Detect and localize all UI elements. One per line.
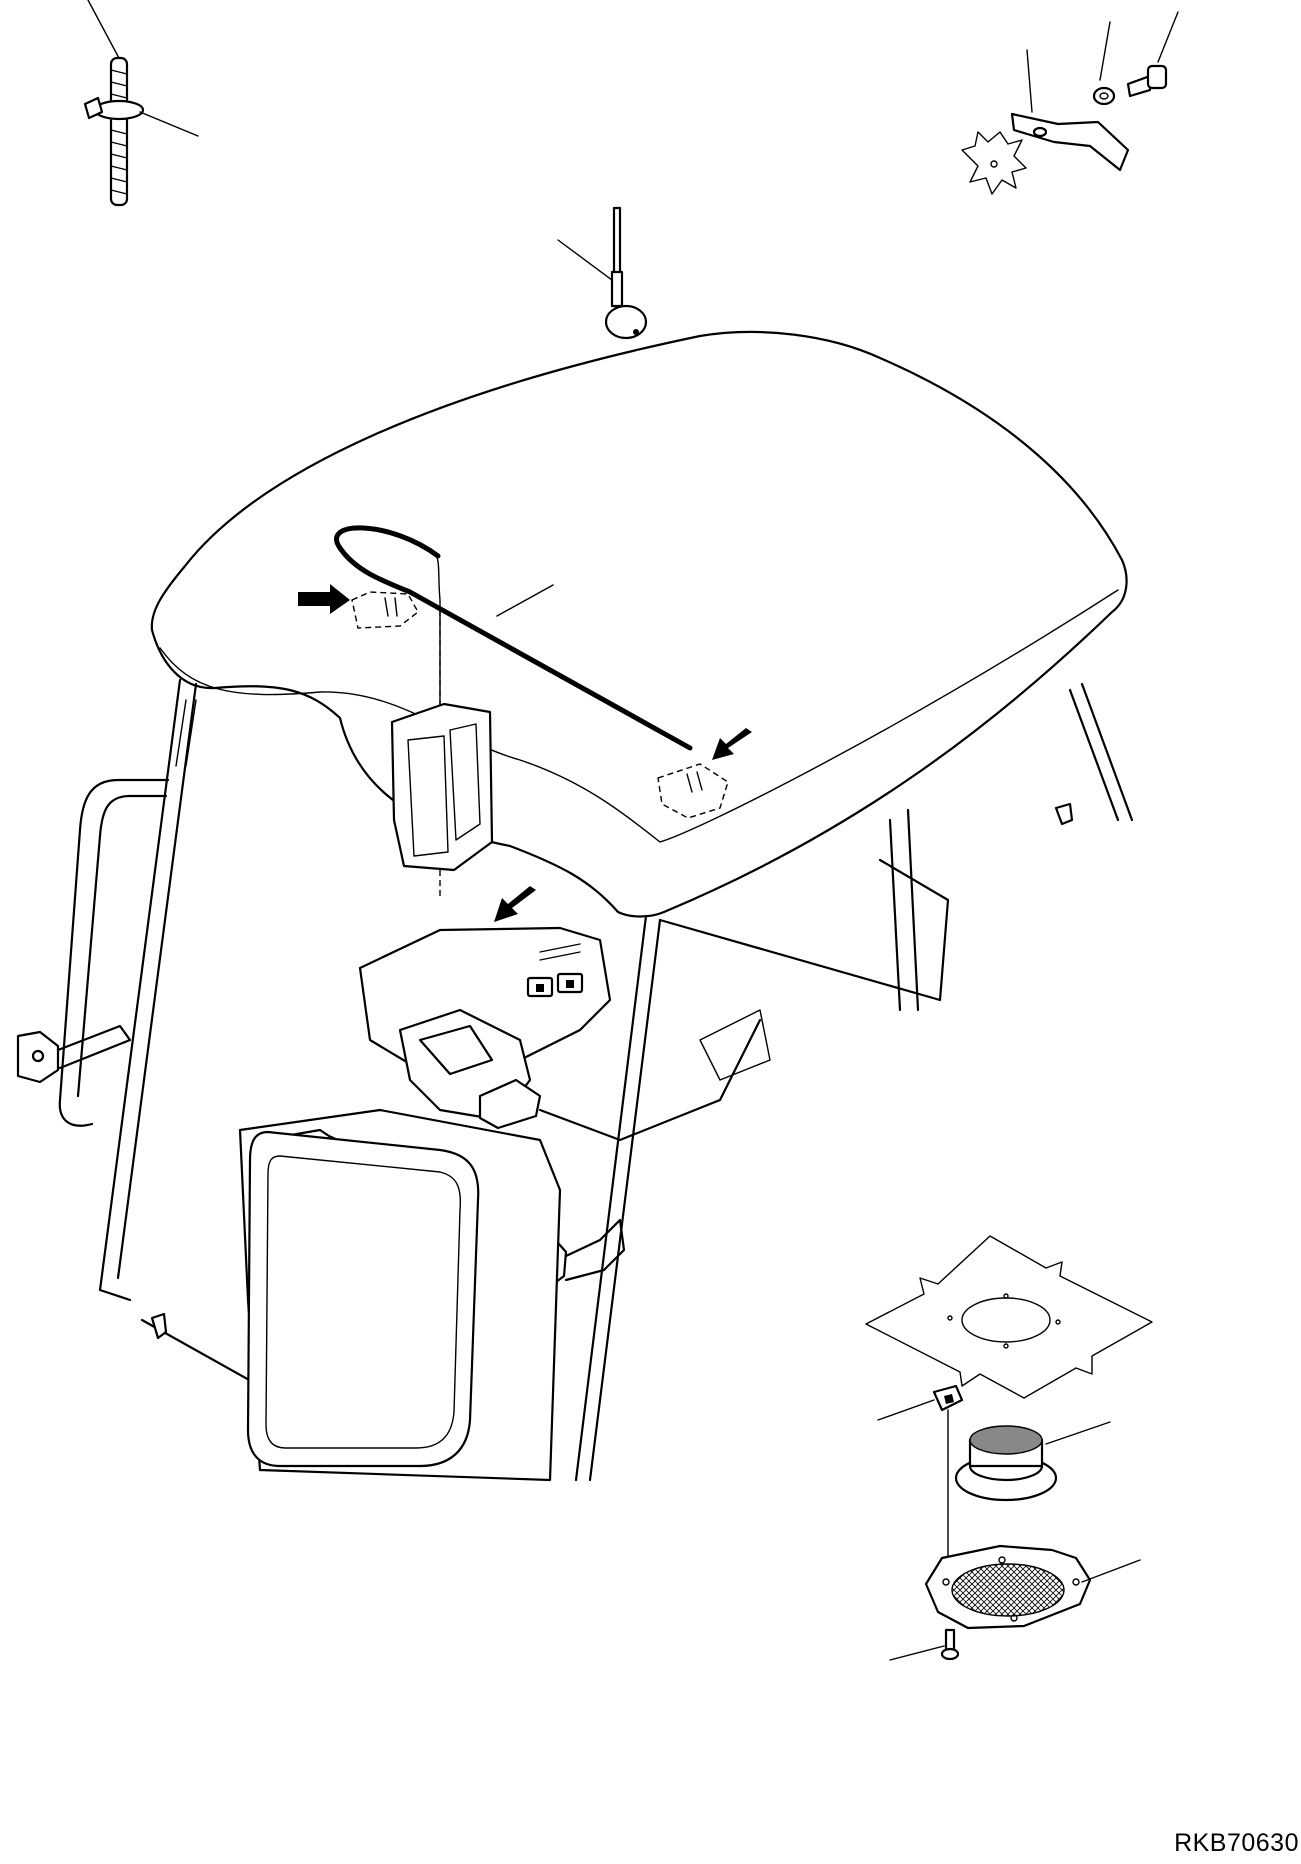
antenna-bracket-detail	[961, 11, 1179, 195]
leader-line	[496, 584, 554, 617]
screw-head	[940, 1647, 960, 1661]
connector-zone-front-left	[351, 591, 419, 629]
mounting-gasket	[865, 1235, 1153, 1399]
antenna-rod	[612, 206, 622, 276]
leader-line	[1026, 49, 1033, 113]
arrow-icon	[494, 886, 536, 922]
harness-clip-detail	[83, 0, 199, 207]
cab-roof	[150, 330, 1128, 918]
clip-tab	[83, 96, 104, 120]
arrow-icon	[298, 584, 350, 614]
leader-line	[1045, 1421, 1111, 1445]
column-lever	[478, 1078, 542, 1130]
control-pillar	[390, 702, 494, 872]
leader-line	[1157, 11, 1179, 63]
bolt-head	[1146, 64, 1168, 90]
speaker-cone	[969, 1425, 1043, 1455]
washer	[1092, 86, 1116, 106]
antenna-base-stem	[610, 270, 624, 308]
leader-line	[139, 111, 199, 137]
pillar-slot	[449, 723, 481, 841]
leader-line	[1081, 1559, 1141, 1583]
door-handle-rail	[16, 778, 170, 1127]
connector-zone-rear-right	[657, 763, 729, 819]
mounting-plate	[961, 131, 1027, 195]
leader-line	[1099, 21, 1111, 81]
leader-line	[877, 1399, 935, 1421]
column-top	[418, 1024, 494, 1076]
arrow-icon	[712, 728, 752, 760]
bracket	[1010, 112, 1130, 172]
antenna	[557, 206, 648, 340]
speaker-hole	[961, 1297, 1051, 1343]
leader-line	[889, 1645, 945, 1661]
right-side-frame	[538, 858, 950, 1142]
small-bracket	[1054, 802, 1074, 826]
steering-column	[398, 1008, 542, 1130]
small-bracket	[150, 1312, 168, 1340]
leader-line	[557, 239, 613, 281]
antenna-base	[604, 304, 648, 340]
speaker-assembly	[865, 1235, 1153, 1661]
rear-window	[246, 1130, 480, 1468]
bolt-shank	[1126, 74, 1152, 98]
drawing-code: RKB70630	[1174, 1829, 1299, 1857]
leader-line	[87, 0, 121, 61]
